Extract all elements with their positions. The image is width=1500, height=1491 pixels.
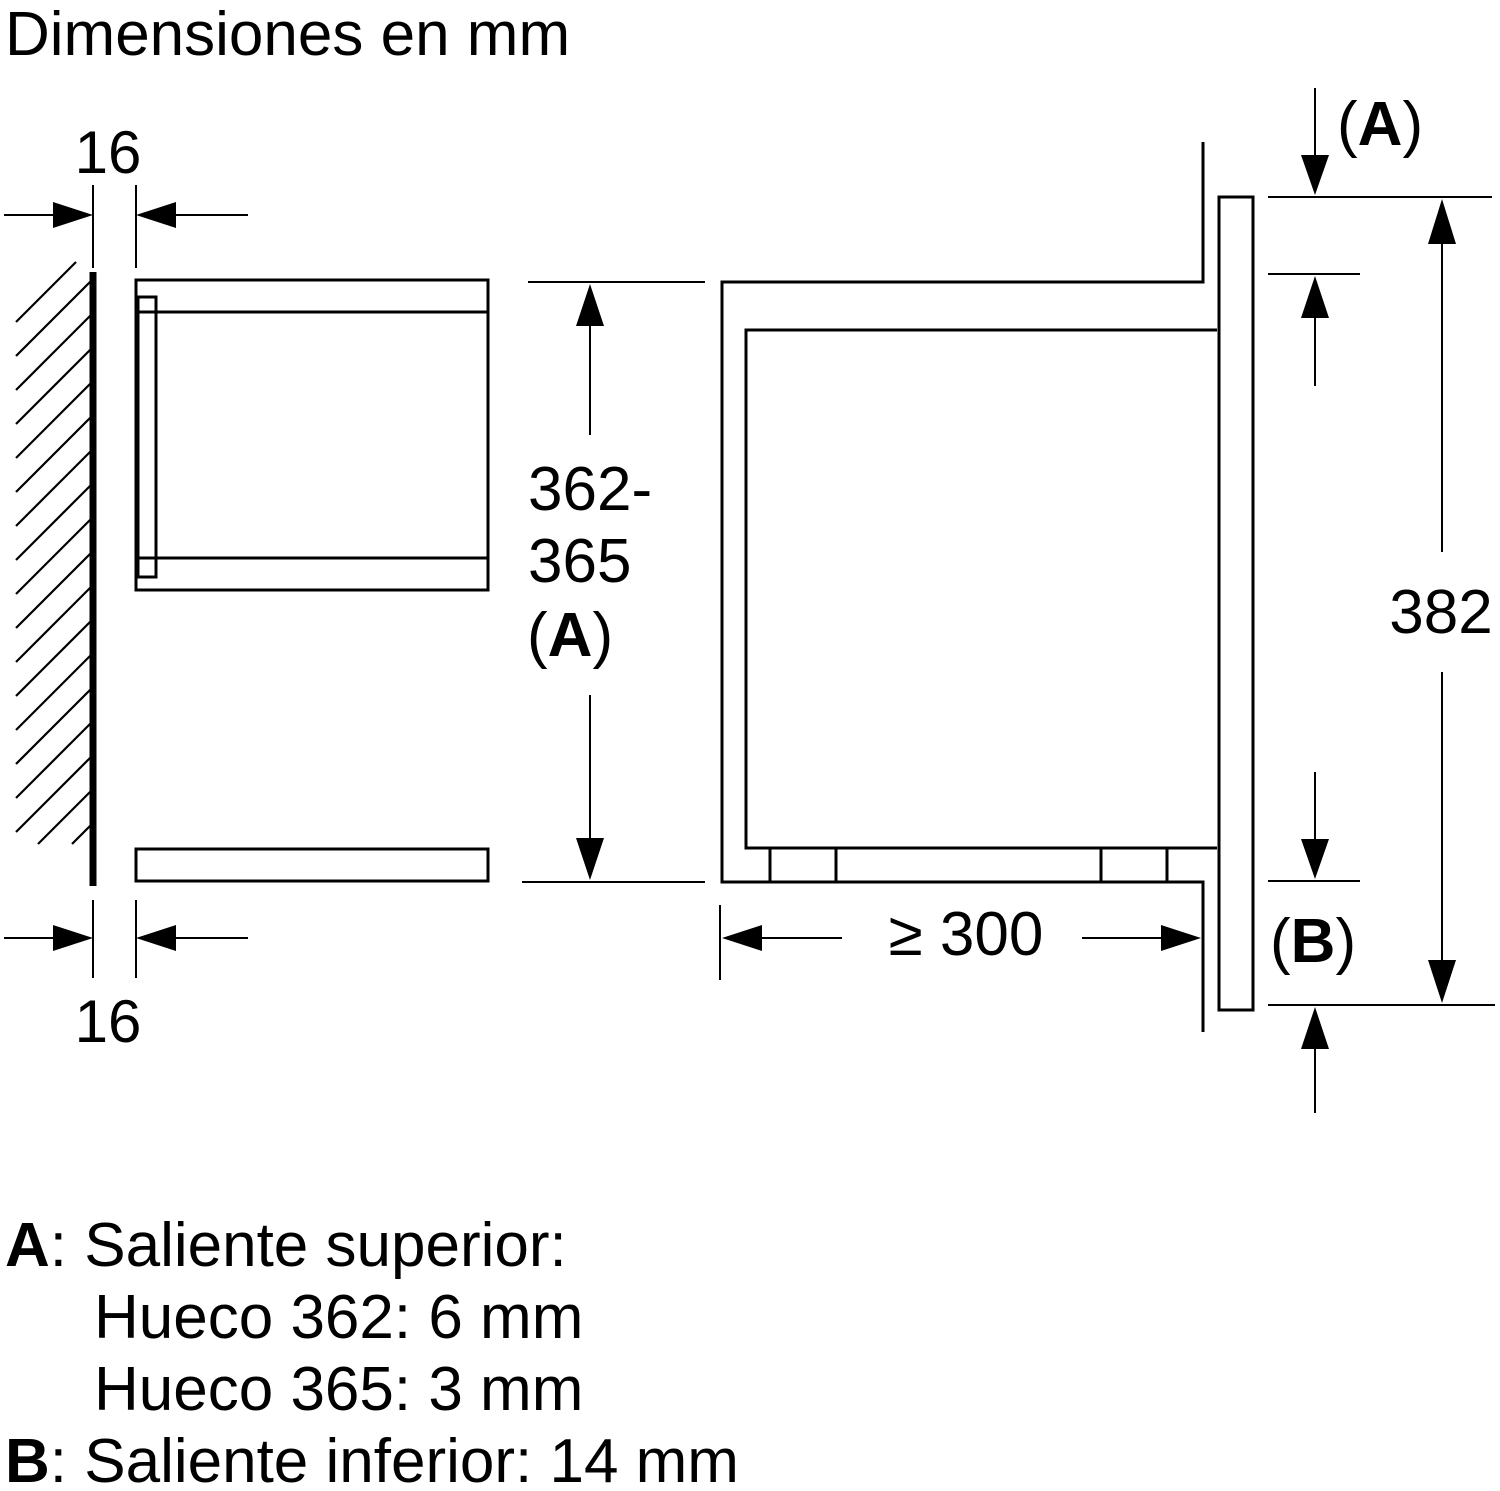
wall-gap-top-label: 16 bbox=[75, 119, 142, 186]
niche-height-line1: 362- bbox=[528, 455, 652, 524]
dimension-depth: ≥ 300 bbox=[719, 900, 1201, 980]
dimension-front-height: 382 bbox=[1389, 199, 1493, 1003]
legend: A: Saliente superior: Hueco 362: 6 mm Hu… bbox=[5, 1211, 739, 1491]
depth-label: ≥ 300 bbox=[889, 900, 1044, 969]
diagram-title: Dimensiones en mm bbox=[5, 0, 570, 69]
overhang-top-ref: (A) bbox=[1337, 90, 1423, 159]
appliance-side-view bbox=[720, 142, 1255, 1032]
legend-b: B: Saliente inferior: 14 mm bbox=[5, 1427, 739, 1491]
niche-height-ref: (A) bbox=[527, 601, 613, 670]
niche-cabinet bbox=[134, 278, 490, 883]
wall-hatching bbox=[15, 261, 94, 845]
front-height-label: 382 bbox=[1389, 578, 1492, 647]
overhang-bottom-ref: (B) bbox=[1270, 907, 1356, 976]
dimension-overhang-bottom: (B) bbox=[1268, 772, 1495, 1113]
legend-a-line2: Hueco 362: 6 mm bbox=[94, 1283, 583, 1352]
dimension-niche-height: 362- 365 (A) bbox=[522, 281, 705, 883]
legend-a: A: Saliente superior: bbox=[5, 1211, 567, 1280]
dimension-wall-gap-bottom: 16 bbox=[4, 900, 248, 1055]
dimension-overhang-top: (A) bbox=[1268, 88, 1492, 386]
wall-gap-bottom-label: 16 bbox=[75, 988, 142, 1055]
niche-height-line2: 365 bbox=[528, 527, 631, 596]
dimension-wall-gap-top: 16 bbox=[4, 119, 248, 268]
legend-a-line3: Hueco 365: 3 mm bbox=[94, 1355, 583, 1424]
